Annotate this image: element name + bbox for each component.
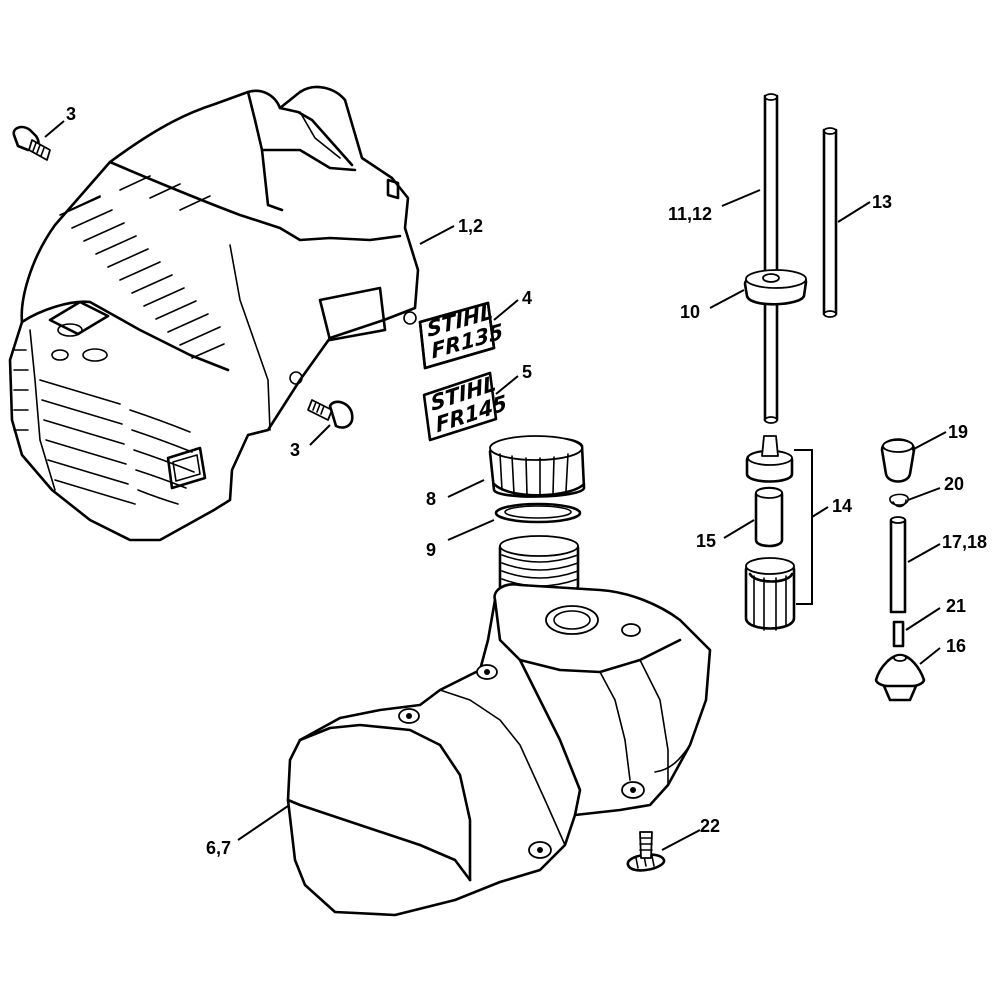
fuel-tank xyxy=(286,535,712,917)
callout-4: 4 xyxy=(522,288,532,308)
grommet-10 xyxy=(743,269,808,306)
leader-lines xyxy=(44,120,947,851)
callout-5: 5 xyxy=(522,362,532,382)
callout-21: 21 xyxy=(946,596,966,616)
callout-22: 22 xyxy=(700,816,720,836)
callout-13: 13 xyxy=(872,192,892,212)
filter-19 xyxy=(880,438,916,483)
callout-16: 16 xyxy=(946,636,966,656)
callout-11-12: 11,12 xyxy=(668,204,712,224)
pickup-body-14 xyxy=(744,435,796,631)
tank-cap xyxy=(488,435,586,498)
clip-20 xyxy=(889,493,909,508)
callout-3-top: 3 xyxy=(66,104,76,124)
callout-9: 9 xyxy=(426,540,436,560)
bracket-14 xyxy=(794,449,813,605)
callout-19: 19 xyxy=(948,422,968,442)
decal-fr145 xyxy=(422,371,498,442)
callout-10: 10 xyxy=(680,302,700,322)
fuel-hose-13 xyxy=(822,127,838,318)
screw-3-top xyxy=(12,125,51,161)
callout-6-7: 6,7 xyxy=(206,838,231,858)
decal-fr135 xyxy=(418,301,496,370)
screw-3-bottom xyxy=(307,399,354,429)
fuel-hose-11-12 xyxy=(763,93,779,424)
callout-17-18: 17,18 xyxy=(942,532,987,552)
sleeve-15 xyxy=(754,486,784,548)
callout-8: 8 xyxy=(426,489,436,509)
callout-1-2: 1,2 xyxy=(458,216,483,236)
callout-3-bottom: 3 xyxy=(290,440,300,460)
callout-15: 15 xyxy=(696,531,716,551)
callout-20: 20 xyxy=(944,474,964,494)
callout-14: 14 xyxy=(832,496,852,516)
valve-16 xyxy=(874,653,926,702)
pin-21 xyxy=(892,620,905,648)
tank-seal xyxy=(494,502,582,524)
shroud xyxy=(8,85,420,542)
hose-17-18 xyxy=(889,516,907,614)
screw-22 xyxy=(626,831,666,872)
